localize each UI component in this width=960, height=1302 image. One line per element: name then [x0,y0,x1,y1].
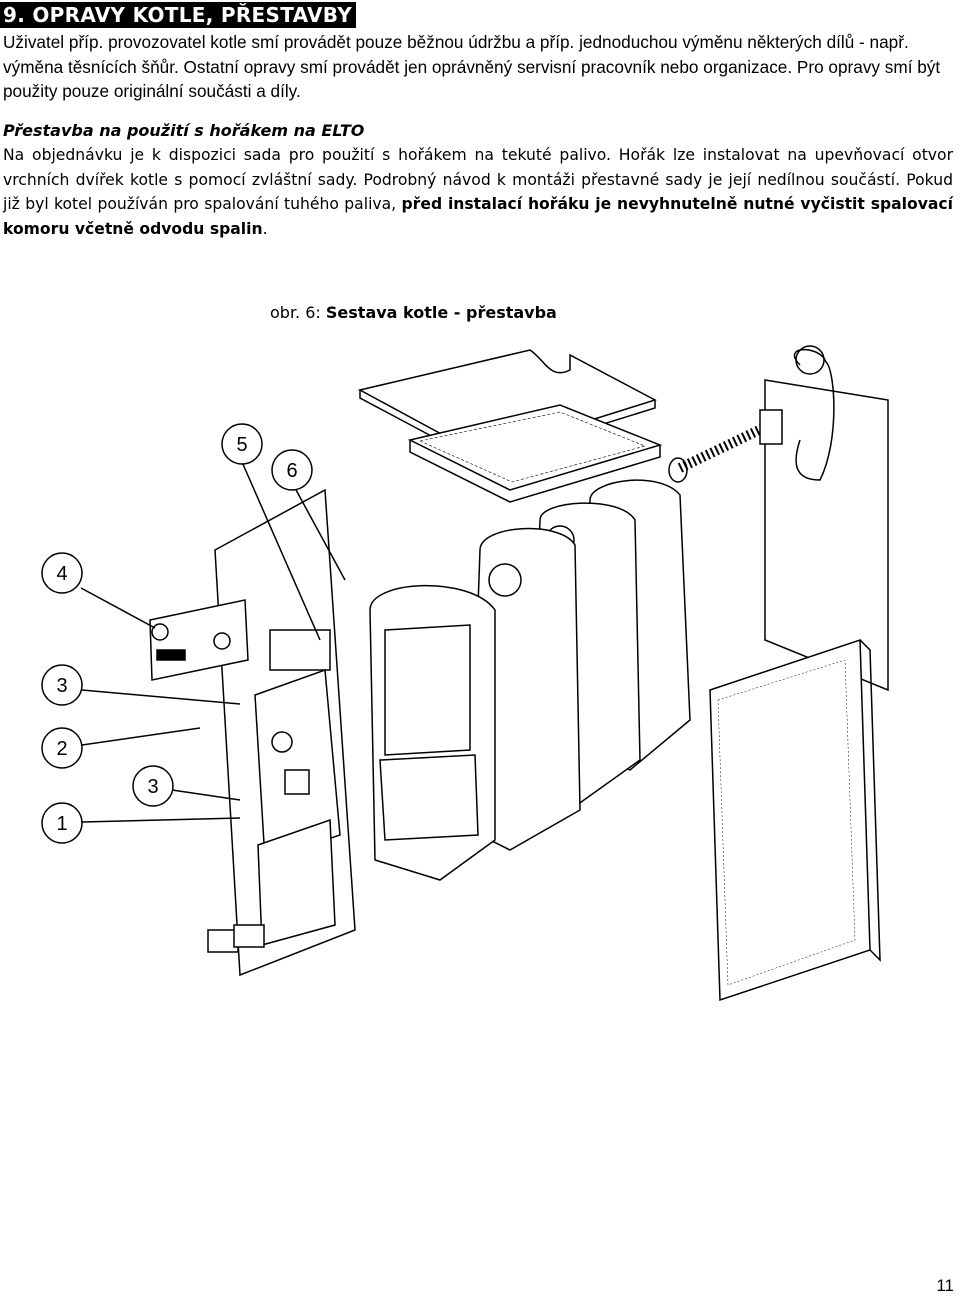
conversion-text: Na objednávku je k dispozici sada pro po… [3,146,953,213]
rear-panel [764,345,889,692]
insulation-mat [407,404,663,503]
callout-3-upper: 3 [41,664,241,706]
conversion-warning: před instalací hořáku je nevyhnutelně nu… [3,195,953,238]
maintenance-paragraph: Uživatel příp. provozovatel kotle smí pr… [3,32,941,101]
figure-caption-prefix: obr. 6: [270,303,326,322]
callout-1: 1 [41,802,241,844]
page-number: 11 [936,1276,954,1295]
callout-label: 5 [236,434,247,456]
control-panel [149,599,249,681]
callout-label: 1 [56,813,67,835]
callout-label: 4 [56,563,67,585]
callout-label: 6 [286,460,297,482]
lower-door [257,818,336,946]
figure-caption-title: Sestava kotle - přestavba [325,303,557,322]
callout-label: 2 [56,738,67,760]
seal-blocks [207,924,265,953]
conversion-subheading: Přestavba na použití s hořákem na ELTO [3,121,365,140]
callout-5: 5 [221,423,321,641]
callout-4: 4 [41,552,156,629]
boiler-exploded-diagram: 5 6 4 3 2 3 1 [41,345,889,1002]
side-panel [709,638,881,1002]
section-heading: 9. OPRAVY KOTLE, PŘESTAVBY [0,2,357,28]
ash-door [254,668,341,862]
figure-caption: obr. 6: Sestava kotle - přestavba [270,303,557,322]
flue-spring [668,409,783,483]
callout-3-lower: 3 [132,765,241,807]
callout-label: 3 [147,776,158,798]
callout-6: 6 [271,449,346,581]
boiler-section-front [369,584,496,881]
conversion-paragraph: Na objednávku je k dispozici sada pro po… [3,143,953,241]
conversion-text-end: . [262,219,268,238]
boiler-section-2 [469,527,581,851]
callout-2: 2 [41,727,201,769]
callout-label: 3 [56,675,67,697]
